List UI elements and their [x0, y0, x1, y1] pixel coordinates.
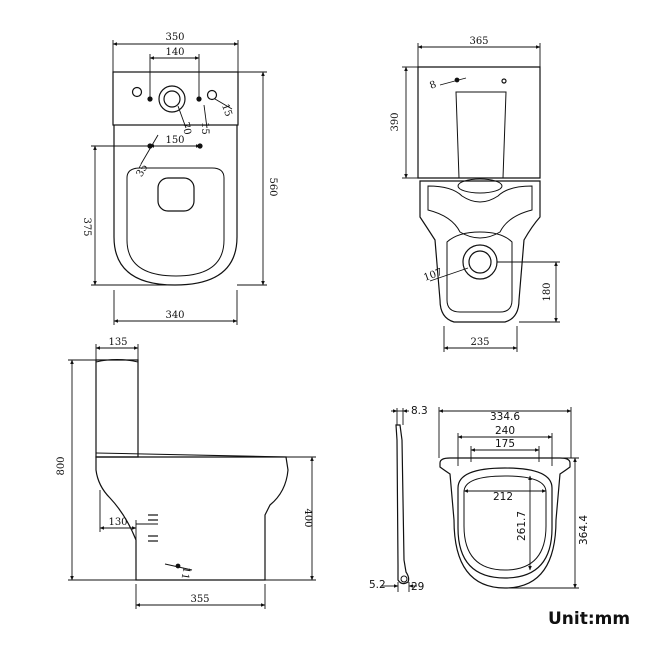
top-seat-opening — [157, 177, 195, 212]
dim-front-foot-width: 235 — [470, 337, 489, 348]
seat-outline — [439, 457, 571, 589]
top-tank — [112, 71, 239, 126]
dim-top-base-width: 340 — [165, 310, 184, 321]
dim-top-outlet: 70 — [179, 121, 192, 135]
dim-top-hole: 15 — [219, 103, 234, 119]
seat-hinge-pin — [400, 575, 408, 583]
dim-front-tank-width: 365 — [469, 36, 488, 47]
dim-front-outlet-height: 180 — [542, 282, 553, 301]
dim-side-base-depth: 355 — [190, 594, 209, 605]
seat-opening — [463, 475, 547, 571]
top-button-right — [206, 89, 218, 101]
side-tank-lid — [95, 359, 139, 363]
dim-seat-width: 334.6 — [490, 411, 520, 423]
dim-seat-length: 364.4 — [578, 515, 590, 545]
dim-top-inlet-spacing: 140 — [165, 47, 184, 58]
front-tank-panel — [455, 91, 507, 179]
side-body — [95, 456, 289, 581]
front-view — [402, 43, 560, 352]
dim-top-seat-fix: 35 — [135, 162, 151, 179]
dim-side-seat-height: 400 — [302, 508, 313, 527]
dim-seat-opening-length: 261.7 — [516, 511, 528, 541]
seat-ring — [457, 467, 553, 579]
top-view — [91, 40, 267, 325]
top-outlet-inner — [163, 90, 181, 108]
front-bowl — [419, 180, 541, 323]
side-view — [68, 344, 316, 609]
dim-side-total-height: 800 — [56, 456, 67, 475]
dim-front-tank-height: 390 — [390, 112, 401, 131]
dim-front-waste: 107 — [422, 267, 444, 284]
top-button-left — [131, 86, 143, 98]
front-bowl-top — [457, 178, 503, 194]
unit-label: Unit:mm — [548, 609, 631, 629]
dim-seat-hinge-depth: 29 — [411, 581, 424, 593]
dim-top-fix-spacing: 150 — [165, 135, 184, 146]
side-tank — [95, 359, 139, 458]
side-seat — [95, 452, 289, 458]
dim-top-offset: 15 — [199, 122, 210, 135]
dim-side-fix: 11 — [179, 566, 192, 580]
front-waste-inner — [468, 250, 492, 274]
dim-seat-hinge-inner: 175 — [495, 438, 515, 450]
dim-top-width: 350 — [165, 32, 184, 43]
top-outlet-ring — [158, 85, 186, 113]
front-trap — [446, 231, 513, 313]
dim-seat-opening-width: 212 — [493, 491, 513, 503]
dim-top-depth: 560 — [267, 177, 278, 196]
dim-top-seat-depth: 375 — [81, 217, 92, 236]
dim-seat-hinge-spacing: 240 — [495, 425, 515, 437]
seat-view — [382, 407, 579, 592]
dim-seat-hinge-offset: 5.2 — [369, 579, 386, 591]
front-tank — [417, 66, 541, 179]
front-waste-ring — [462, 244, 498, 280]
front-button — [501, 78, 507, 84]
seat-profile — [395, 424, 410, 585]
dim-front-inlet: 8 — [428, 79, 438, 92]
dim-seat-hinge-thickness: 8.3 — [411, 405, 428, 417]
dim-side-inlet-offset: 130 — [108, 517, 127, 528]
dim-side-tank-depth: 135 — [108, 337, 127, 348]
front-bowl-inner — [427, 185, 533, 239]
top-seat-inner — [126, 167, 225, 277]
